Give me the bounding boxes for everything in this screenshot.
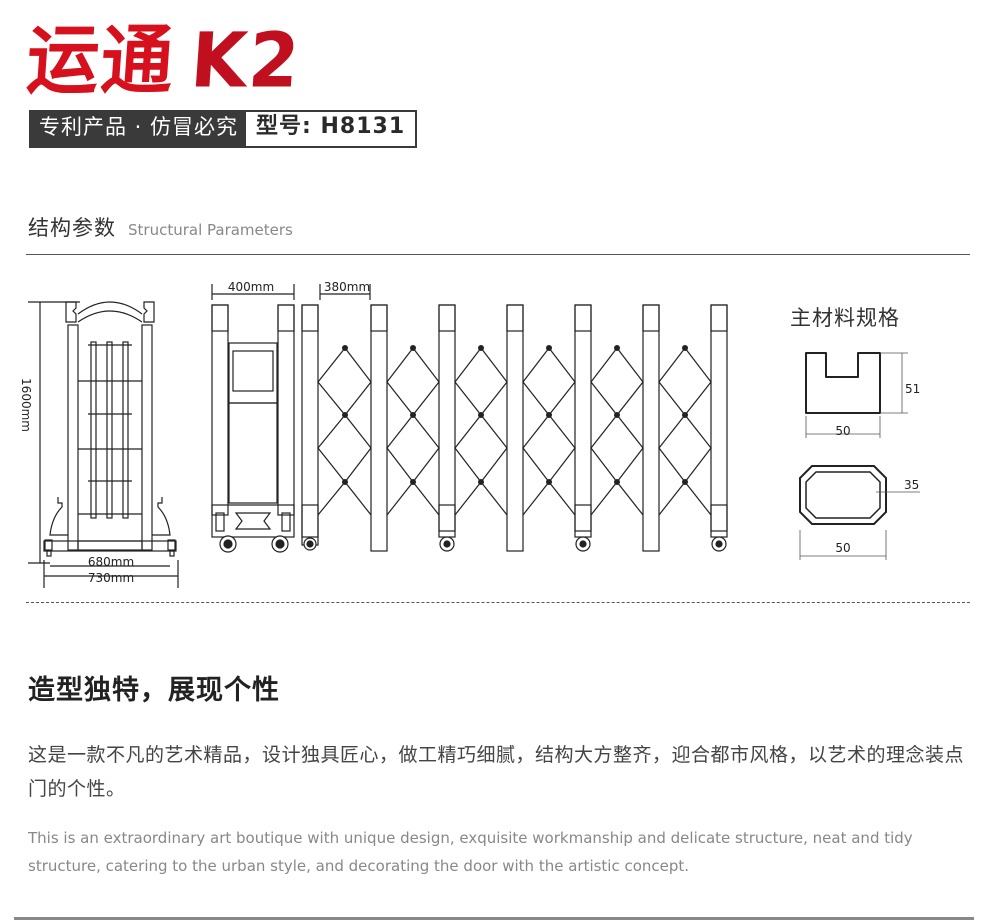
side-view-drawing (28, 301, 179, 588)
head-width-label: 400mm (228, 280, 274, 294)
section-width-label: 380mm (324, 280, 370, 294)
feature-description-en: This is an extraordinary art boutique wi… (28, 829, 913, 875)
front-view-drawing (211, 284, 371, 553)
height-dimension-label: 1600mm (19, 378, 33, 432)
material-spec-title: 主材料规格 (790, 306, 900, 330)
material-profile-drawings (799, 352, 887, 525)
profile2-width-label: 50 (835, 541, 850, 555)
brand-name: 运通 (23, 15, 179, 105)
section-title-en: Structural Parameters (128, 221, 293, 239)
feature-title: 造型独特，展现个性 (28, 675, 280, 706)
scissor-posts (370, 304, 728, 552)
model-number: 型号: H8131 (246, 112, 416, 146)
material-dimension-lines (799, 352, 920, 560)
inner-width-label: 680mm (88, 555, 134, 569)
scissor-lattice (317, 345, 712, 516)
profile1-width-label: 50 (835, 424, 850, 438)
profile2-thickness-label: 35 (904, 478, 919, 492)
outer-width-label: 730mm (88, 571, 134, 585)
section-heading: 结构参数 Structural Parameters (28, 212, 293, 242)
profile1-height-label: 51 (905, 382, 920, 396)
dashed-divider (26, 602, 970, 603)
patent-tagline: 专利产品 · 仿冒必究 (31, 112, 247, 146)
section-title-cn: 结构参数 (28, 216, 116, 240)
bottom-divider (14, 917, 974, 920)
gate-technical-drawing: 1600mm 680mm 730mm 400mm 380mm 51 50 35 … (19, 280, 920, 588)
brand-model-series: K2 (187, 15, 305, 105)
feature-description-cn: 这是一款不凡的艺术精品，设计独具匠心，做工精巧细腻，结构大方整齐，迎合都市风格，… (28, 744, 965, 800)
section-divider (26, 254, 970, 255)
tagline-banner: 专利产品 · 仿冒必究 型号: H8131 (29, 110, 418, 148)
